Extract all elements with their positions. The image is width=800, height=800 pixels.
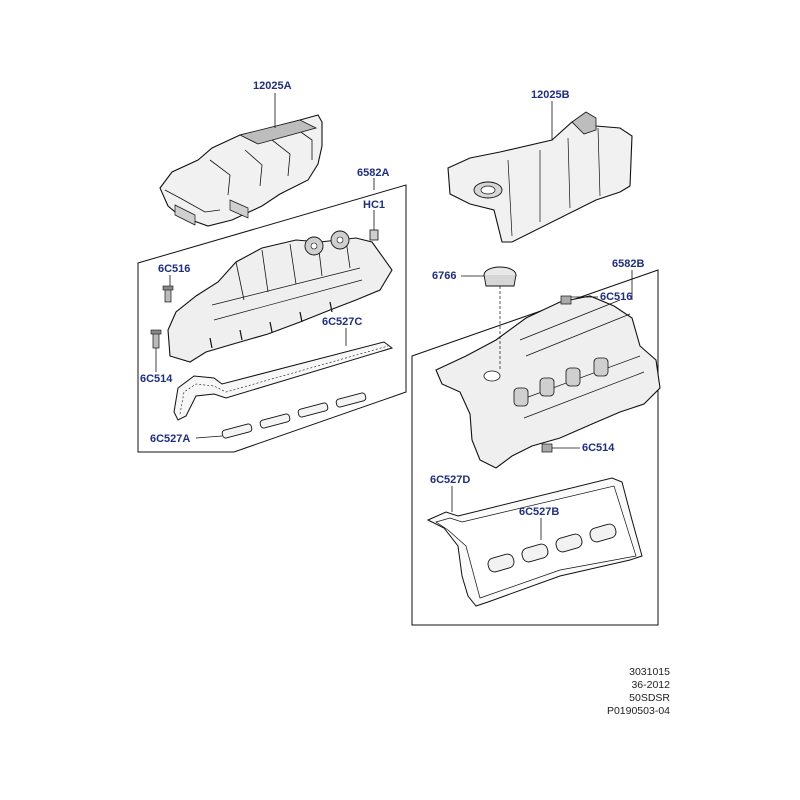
label-gasket-left-outer[interactable]: 6C527C [322,316,363,328]
gasket-right-outer[interactable] [426,477,643,607]
gasket-left-outer[interactable] [173,341,394,421]
label-gasket-right-inner[interactable]: 6C527B [519,506,560,518]
label-gasket-left-inner[interactable]: 6C527A [150,433,191,445]
label-bolt-left-bottom[interactable]: 6C514 [140,373,173,385]
cylinder-head-cover-right[interactable] [435,295,661,469]
gasket-right-inner[interactable] [487,523,618,574]
label-engine-cover-left[interactable]: 12025A [253,80,292,92]
clip-part[interactable] [369,229,379,241]
label-oil-cap[interactable]: 6766 [432,270,457,282]
leader-gasket-left-inner [195,435,223,439]
bolt-left-top[interactable] [162,285,174,303]
engine-cover-left[interactable] [159,114,323,227]
cylinder-head-cover-left[interactable] [167,230,393,363]
label-clip[interactable]: HC1 [363,199,386,211]
label-bolt-left-top[interactable]: 6C516 [158,263,191,275]
bolt-right-top[interactable] [560,295,572,305]
reference-line-2: 36-2012 [631,679,670,691]
bolt-right-bottom[interactable] [541,443,553,453]
label-engine-cover-right[interactable]: 12025B [531,89,570,101]
engine-cover-right[interactable] [447,111,633,243]
reference-line-4: P0190503-04 [606,705,670,717]
reference-block: 3031015 36-2012 50SDSR P0190503-04 [607,666,670,718]
label-head-cover-right[interactable]: 6582B [612,258,645,270]
reference-line-1: 3031015 [629,666,670,678]
label-bolt-right-top[interactable]: 6C516 [600,291,633,303]
label-head-cover-left[interactable]: 6582A [357,167,390,179]
bolt-left-bottom[interactable] [150,329,162,349]
left-group-frame [137,184,407,453]
reference-line-3: 50SDSR [629,692,670,704]
gasket-left-inner[interactable] [221,392,367,439]
oil-filler-cap[interactable] [483,266,517,287]
label-gasket-right-outer[interactable]: 6C527D [430,474,471,486]
label-bolt-right-bottom[interactable]: 6C514 [582,442,615,454]
